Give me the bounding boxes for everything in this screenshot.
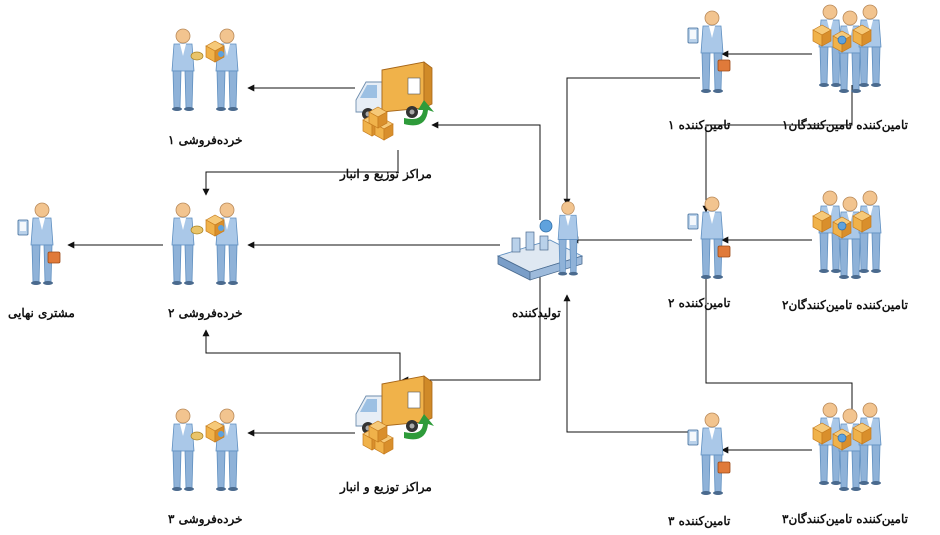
- customer-person-icon: [18, 203, 60, 285]
- arrow-supplier3-to-manufacturer: [563, 294, 688, 433]
- arrow-supplier1-to-manufacturer: [563, 77, 700, 206]
- label-distribution-1: مراکز توزیع و انبار: [340, 167, 432, 181]
- connector-arrows: [67, 50, 853, 454]
- label-supplier-group-1: تامین‌کننده تامین‌کنندگان۱: [782, 118, 908, 132]
- label-supplier-group-2: تامین‌کننده تامین‌کنندگان۲: [782, 298, 908, 312]
- arrow-manufacturer-to-distribution1: [431, 121, 541, 220]
- label-supplier-2: تامین‌کننده ۲: [668, 296, 731, 310]
- label-retailer-3: خرده‌فروشی ۳: [168, 512, 243, 526]
- label-retailer-2: خرده‌فروشی ۲: [168, 306, 243, 320]
- arrow-distribution1-to-retailer2: [202, 150, 399, 196]
- supplier-group-icon: [813, 5, 881, 93]
- delivery-truck-icon: [356, 376, 434, 454]
- arrow-group1-to-supplier2: [702, 85, 853, 213]
- label-supplier-1: تامین‌کننده ۱: [668, 118, 731, 132]
- supplier-person-icon: [688, 11, 730, 93]
- retailer-exchange-icon: [172, 203, 238, 285]
- label-manufacturer: تولیدکننده: [512, 306, 561, 320]
- arrow-group3-to-supplier2: [702, 269, 853, 410]
- supplier-person-icon: [688, 197, 730, 279]
- arrow-distribution2-to-retailer2: [202, 329, 401, 385]
- supplier-person-icon: [688, 413, 730, 495]
- retailer-exchange-icon: [172, 409, 238, 491]
- supplier-group-icon: [813, 403, 881, 491]
- arrow-manufacturer-to-distribution2: [401, 270, 541, 384]
- label-supplier-group-3: تامین‌کننده تامین‌کنندگان۳: [782, 512, 908, 526]
- delivery-truck-icon: [356, 62, 434, 140]
- label-retailer-1: خرده‌فروشی ۱: [168, 133, 243, 147]
- label-supplier-3: تامین‌کننده ۳: [668, 514, 731, 528]
- label-distribution-2: مراکز توزیع و انبار: [340, 480, 432, 494]
- supplier-group-icon: [813, 191, 881, 279]
- retailer-exchange-icon: [172, 29, 238, 111]
- label-end-customer: مشتری نهایی: [8, 306, 75, 320]
